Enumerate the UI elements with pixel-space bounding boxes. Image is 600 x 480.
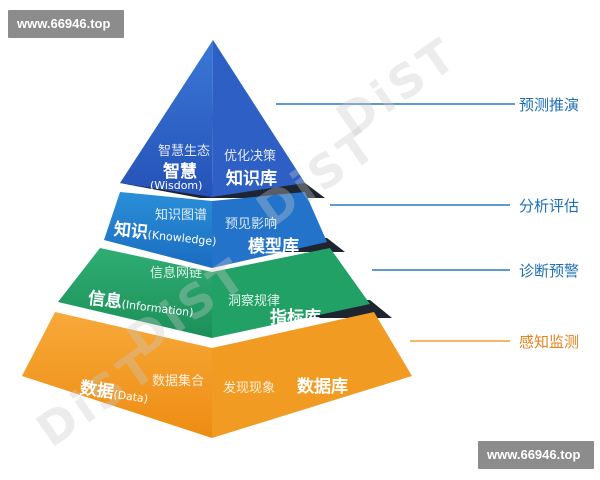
data-en: (Data): [112, 387, 149, 406]
layer-knowledge-side: [212, 192, 327, 268]
label-diagnose: 诊断预警: [519, 262, 580, 280]
layer-data-front: [22, 312, 212, 438]
information-action: 洞察规律: [228, 294, 281, 309]
label-analyze: 分析评估: [519, 197, 580, 215]
layer-knowledge-front: [104, 192, 212, 268]
data-topic: 数据集合: [152, 374, 205, 389]
layer-wisdom-front: [120, 40, 213, 197]
wisdom-action: 优化决策: [224, 149, 277, 164]
data-action: 发现现象: [223, 381, 276, 396]
information-topic: 信息网链: [150, 266, 203, 281]
label-perceive: 感知监测: [519, 333, 580, 351]
watermark-badge-bottom: www.66946.top: [478, 441, 594, 469]
knowledge-topic: 知识图谱: [155, 208, 208, 223]
wisdom-base: 知识库: [226, 169, 277, 189]
wisdom-en: (Wisdom): [150, 179, 203, 192]
information-base: 指标库: [270, 308, 321, 328]
information-name-text: 信息: [86, 288, 124, 313]
layer-information-side: [212, 248, 370, 338]
knowledge-name-text: 知识: [112, 219, 149, 244]
knowledge-base: 模型库: [248, 237, 299, 257]
watermark-badge-top: www.66946.top: [8, 10, 124, 38]
layer-wisdom-side: [212, 40, 305, 197]
layer-information-front: [58, 248, 212, 338]
layer-data-side: [212, 312, 412, 438]
label-predict: 预测推演: [519, 96, 580, 114]
wisdom-topic: 智慧生态: [158, 144, 211, 159]
knowledge-action: 预见影响: [225, 217, 278, 232]
wisdom-name: 智慧: [163, 162, 197, 182]
data-base: 数据库: [297, 377, 348, 397]
